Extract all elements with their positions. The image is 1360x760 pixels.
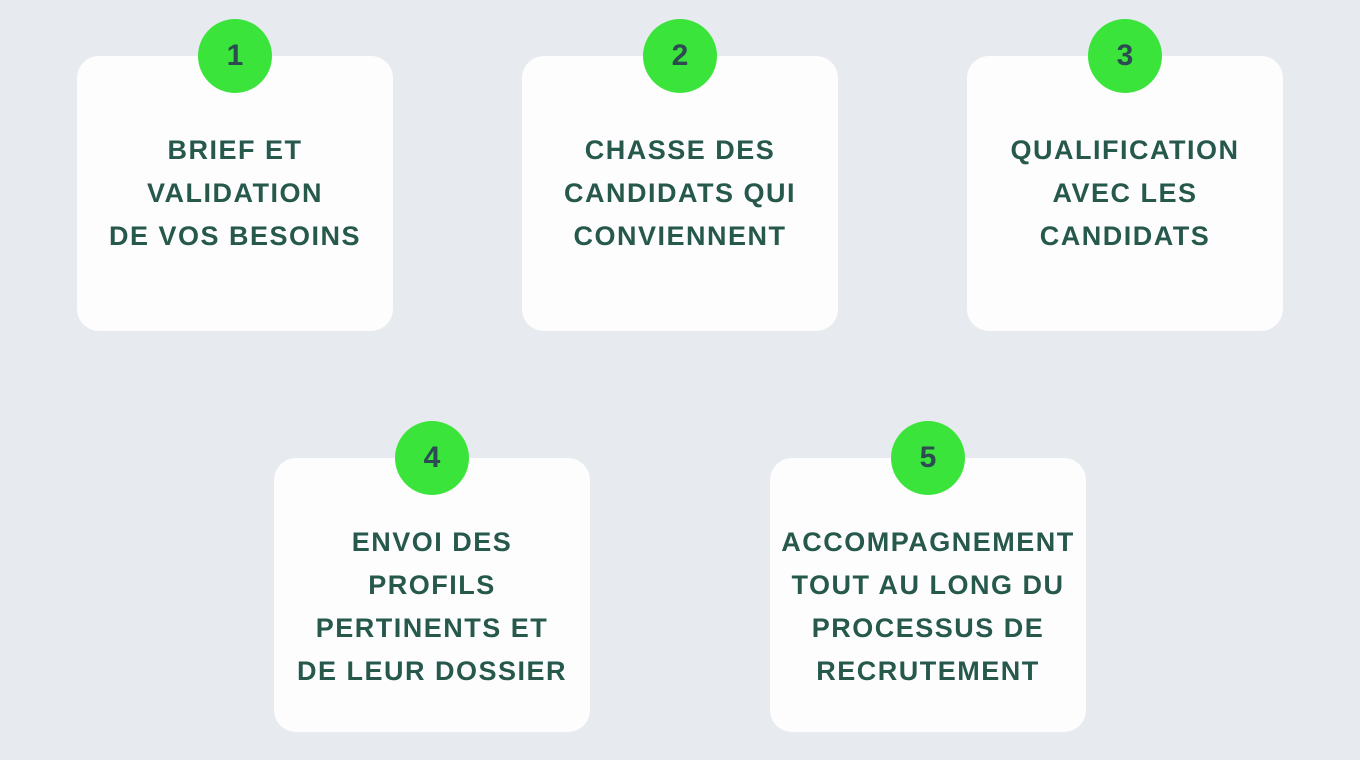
step-4-number: 4 (423, 441, 441, 474)
step-3-title-line: QUALIFICATION (1010, 135, 1240, 165)
step-card-3: 3 QUALIFICATION AVEC LES CANDIDATS (967, 19, 1283, 331)
step-4-title-line: DE LEUR DOSSIER (296, 656, 568, 686)
step-3-number: 3 (1116, 39, 1134, 72)
step-1-number-badge: 1 (198, 19, 272, 93)
step-5-number-badge: 5 (891, 421, 965, 495)
step-2-number: 2 (671, 39, 689, 72)
step-5-title-line: TOUT AU LONG DU (791, 570, 1065, 600)
step-3-title-line: AVEC LES (1052, 178, 1198, 208)
step-1-title-line: BRIEF ET (167, 135, 303, 165)
step-card-5: 5 ACCOMPAGNEMENT TOUT AU LONG DU PROCESS… (770, 421, 1086, 732)
step-3-title: QUALIFICATION AVEC LES CANDIDATS (1011, 129, 1240, 258)
step-1-title-line: VALIDATION (147, 178, 323, 208)
step-2-title-line: CANDIDATS QUI (564, 178, 796, 208)
step-5-title-line: RECRUTEMENT (816, 656, 1040, 686)
step-1-title-line: DE VOS BESOINS (108, 221, 362, 251)
step-1-title: BRIEF ET VALIDATION DE VOS BESOINS (109, 129, 361, 258)
step-3-number-badge: 3 (1088, 19, 1162, 93)
step-4-title: ENVOI DES PROFILS PERTINENTS ET DE LEUR … (297, 521, 567, 693)
step-5-title-line: ACCOMPAGNEMENT (781, 527, 1075, 557)
step-5-title-line: PROCESSUS DE (811, 613, 1045, 643)
step-4-title-line: PERTINENTS ET (315, 613, 549, 643)
step-2-title-line: CONVIENNENT (573, 221, 787, 251)
step-4-number-badge: 4 (395, 421, 469, 495)
step-4-title-line: PROFILS (368, 570, 496, 600)
step-4-title-line: ENVOI DES (351, 527, 513, 557)
step-card-1: 1 BRIEF ET VALIDATION DE VOS BESOINS (77, 19, 393, 331)
step-3-title-line: CANDIDATS (1039, 221, 1211, 251)
step-2-title: CHASSE DES CANDIDATS QUI CONVIENNENT (564, 129, 796, 258)
step-5-number: 5 (919, 441, 937, 474)
step-2-title-line: CHASSE DES (584, 135, 776, 165)
step-card-2: 2 CHASSE DES CANDIDATS QUI CONVIENNENT (522, 19, 838, 331)
step-5-title: ACCOMPAGNEMENT TOUT AU LONG DU PROCESSUS… (781, 521, 1075, 693)
step-1-number: 1 (226, 39, 244, 72)
step-2-number-badge: 2 (643, 19, 717, 93)
step-card-4: 4 ENVOI DES PROFILS PERTINENTS ET DE LEU… (274, 421, 590, 732)
